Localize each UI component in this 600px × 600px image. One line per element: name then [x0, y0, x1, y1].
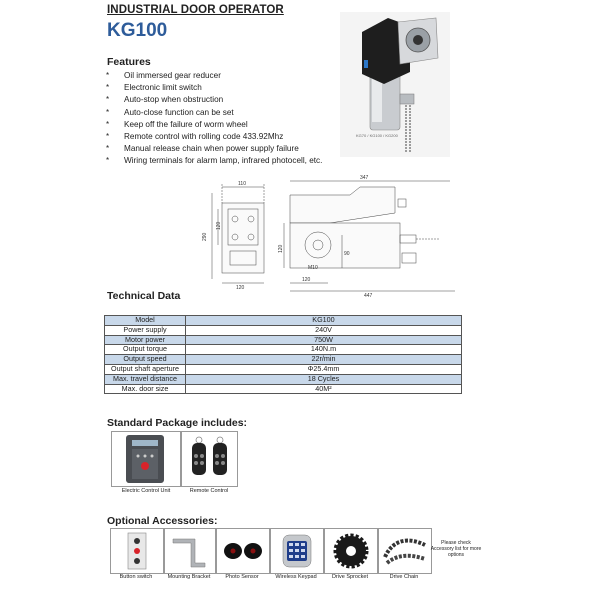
technical-heading: Technical Data	[107, 290, 181, 302]
button-switch-image	[110, 528, 164, 574]
dim-label: 120	[236, 285, 245, 291]
drive-chain-image	[378, 528, 432, 574]
dim-label: 120	[278, 244, 284, 253]
dim-label: 120	[216, 221, 222, 230]
feature-item: Auto-close function can be set	[106, 107, 322, 119]
feature-item: Keep off the failure of worm wheel	[106, 119, 322, 131]
spec-value: 40M²	[185, 383, 462, 395]
spec-value: 240V	[185, 324, 462, 336]
spec-value: KG100	[185, 315, 462, 326]
features-list: Oil immersed gear reducer Electronic lim…	[106, 70, 322, 168]
dim-label: 347	[360, 175, 369, 181]
feature-item: Manual release chain when power supply f…	[106, 143, 322, 155]
spec-label: Output speed	[104, 354, 186, 365]
accessory-caption: Wireless Keypad	[275, 574, 317, 580]
control-unit-caption: Electric Control Unit	[121, 488, 171, 494]
standard-package-heading: Standard Package includes:	[107, 417, 248, 429]
dim-label: 120	[302, 277, 311, 283]
spec-label: Max. travel distance	[104, 373, 186, 385]
accessory-caption: Drive Chain	[389, 574, 419, 580]
spec-value: Φ25.4mm	[185, 363, 462, 375]
feature-item: Auto-stop when obstruction	[106, 94, 322, 106]
dim-label: 90	[344, 251, 350, 257]
spec-label: Output shaft aperture	[104, 363, 186, 375]
accessory-caption: Button switch	[119, 574, 153, 580]
spec-label: Power supply	[104, 324, 186, 336]
accessory-caption: Photo Sensor	[225, 574, 259, 580]
dim-label: M10	[308, 265, 318, 271]
feature-item: Wiring terminals for alarm lamp, infrare…	[106, 155, 322, 167]
remote-control-caption: Remote Control	[189, 488, 229, 494]
dimension-drawing: 110 347 290 120 M10 90 120 120 120 447	[202, 175, 455, 298]
dim-label: 290	[202, 232, 208, 241]
optional-accessories-heading: Optional Accessories:	[107, 515, 218, 527]
accessory-caption: Mounting Bracket	[167, 574, 211, 580]
control-unit-image	[111, 431, 181, 487]
photo-sensor-image	[216, 528, 270, 574]
feature-item: Remote control with rolling code 433.92M…	[106, 131, 322, 143]
drive-sprocket-image	[324, 528, 378, 574]
feature-item: Electronic limit switch	[106, 82, 322, 94]
spec-value: 22r/min	[185, 354, 462, 365]
feature-item: Oil immersed gear reducer	[106, 70, 322, 82]
remote-control-image	[181, 431, 238, 487]
spec-value: 18 Cycles	[185, 373, 462, 385]
spec-label: Max. door size	[104, 383, 186, 395]
dim-label: 447	[364, 293, 373, 298]
wireless-keypad-image	[270, 528, 324, 574]
product-photo	[340, 12, 450, 157]
accessory-caption: Drive Sprocket	[331, 574, 369, 580]
page-title: INDUSTRIAL DOOR OPERATOR	[107, 4, 284, 16]
accessory-note: Please check Accessory list for more opt…	[430, 540, 482, 558]
features-heading: Features	[107, 56, 151, 68]
photo-caption: KG70 / KG100 / KG200	[356, 133, 398, 138]
mounting-bracket-image	[164, 528, 216, 574]
spec-label: Model	[104, 315, 186, 326]
dim-label: 110	[238, 181, 246, 187]
model-name: KG100	[107, 20, 168, 41]
